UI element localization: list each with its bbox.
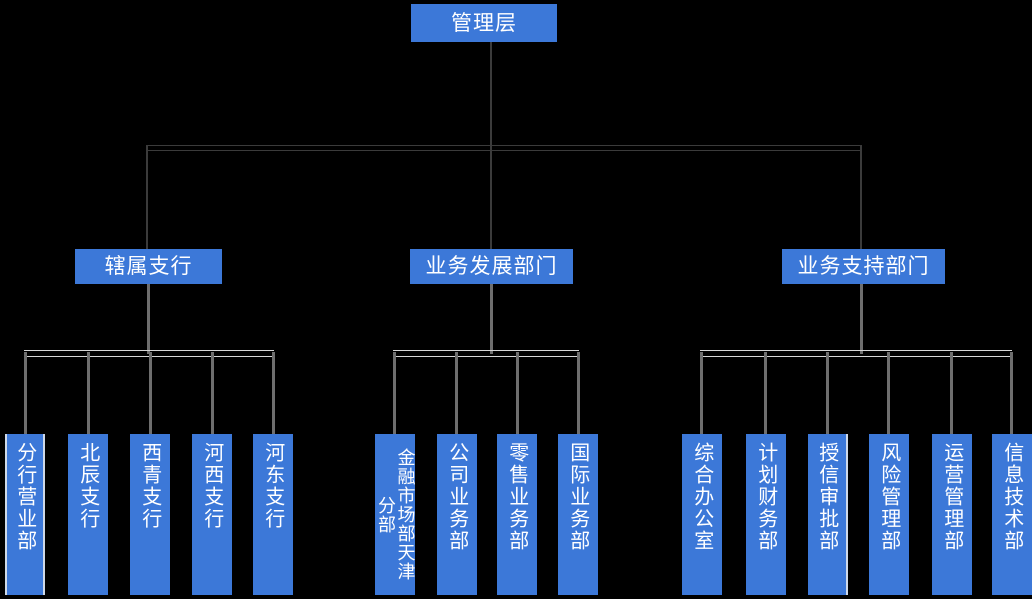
node-label: 授信审批部 — [815, 442, 840, 552]
node-leaf-beichen-branch[interactable]: 北辰支行 — [68, 434, 108, 595]
connector-group2-stem — [490, 284, 493, 354]
connector-group2-bus — [393, 350, 579, 357]
node-leaf-financial-market-dept-tianjin[interactable]: 金融市场部天津分部 — [375, 434, 415, 595]
node-label: 西青支行 — [138, 442, 163, 530]
node-leaf-risk-management-dept[interactable]: 风险管理部 — [869, 434, 909, 595]
connector-root-stem — [490, 42, 492, 146]
connector-group1-drop-2 — [87, 352, 90, 434]
connector-group1-drop-3 — [149, 352, 152, 434]
node-label: 综合办公室 — [690, 442, 715, 552]
node-label: 辖属支行 — [104, 254, 193, 279]
node-label: 管理层 — [451, 10, 517, 35]
connector-group2-drop-2 — [455, 352, 458, 434]
node-label: 国际业务部 — [566, 442, 591, 552]
node-leaf-operations-management-dept[interactable]: 运营管理部 — [932, 434, 972, 595]
node-branch-business-development[interactable]: 业务发展部门 — [410, 249, 573, 284]
node-label: 北辰支行 — [76, 442, 101, 530]
node-label: 运营管理部 — [940, 442, 965, 552]
node-leaf-information-technology-dept[interactable]: 信息技术部 — [992, 434, 1032, 595]
connector-group1-drop-5 — [272, 352, 275, 434]
node-label: 零售业务部 — [505, 442, 530, 552]
connector-drop-branch-3 — [860, 145, 862, 249]
connector-group3-drop-2 — [764, 352, 767, 434]
node-label: 公司业务部 — [445, 442, 470, 552]
connector-group3-drop-4 — [887, 352, 890, 434]
node-leaf-xiqing-branch[interactable]: 西青支行 — [130, 434, 170, 595]
node-branch-business-support[interactable]: 业务支持部门 — [782, 249, 945, 284]
connector-main-bus-bottom — [146, 150, 862, 151]
node-label: 业务发展部门 — [425, 254, 558, 279]
node-leaf-corporate-business-dept[interactable]: 公司业务部 — [437, 434, 477, 595]
connector-group2-drop-3 — [516, 352, 519, 434]
node-root-management[interactable]: 管理层 — [411, 4, 557, 42]
node-label: 计划财务部 — [754, 442, 779, 552]
connector-drop-branch-2 — [490, 145, 492, 249]
node-leaf-planning-finance-dept[interactable]: 计划财务部 — [746, 434, 786, 595]
connector-group1-drop-4 — [211, 352, 214, 434]
node-leaf-hexi-branch[interactable]: 河西支行 — [192, 434, 232, 595]
connector-group3-stem — [860, 284, 863, 354]
node-label: 河东支行 — [261, 442, 286, 530]
node-label: 信息技术部 — [1000, 442, 1025, 552]
node-leaf-retail-business-dept[interactable]: 零售业务部 — [497, 434, 537, 595]
node-leaf-general-office[interactable]: 综合办公室 — [682, 434, 722, 595]
connector-group3-drop-3 — [826, 352, 829, 434]
node-label: 金融市场部天津分部 — [375, 448, 416, 581]
connector-drop-branch-1 — [146, 145, 148, 249]
connector-group1-stem — [147, 284, 150, 354]
connector-group1-drop-1 — [24, 352, 27, 434]
node-label: 河西支行 — [200, 442, 225, 530]
node-label: 风险管理部 — [877, 442, 902, 552]
connector-group2-drop-4 — [577, 352, 580, 434]
connector-group3-drop-6 — [1010, 352, 1013, 434]
connector-main-bus-top — [146, 145, 862, 146]
node-branch-subordinate-branches[interactable]: 辖属支行 — [75, 249, 222, 284]
node-leaf-branch-business-office[interactable]: 分行营业部 — [5, 434, 45, 595]
connector-group3-bus — [700, 350, 1012, 357]
node-leaf-hedong-branch[interactable]: 河东支行 — [253, 434, 293, 595]
connector-group2-drop-1 — [393, 352, 396, 434]
node-leaf-credit-approval-dept[interactable]: 授信审批部 — [808, 434, 848, 595]
node-leaf-international-business-dept[interactable]: 国际业务部 — [558, 434, 598, 595]
connector-group3-drop-5 — [950, 352, 953, 434]
node-label: 分行营业部 — [13, 442, 38, 552]
node-label: 业务支持部门 — [797, 254, 930, 279]
connector-group3-drop-1 — [700, 352, 703, 434]
